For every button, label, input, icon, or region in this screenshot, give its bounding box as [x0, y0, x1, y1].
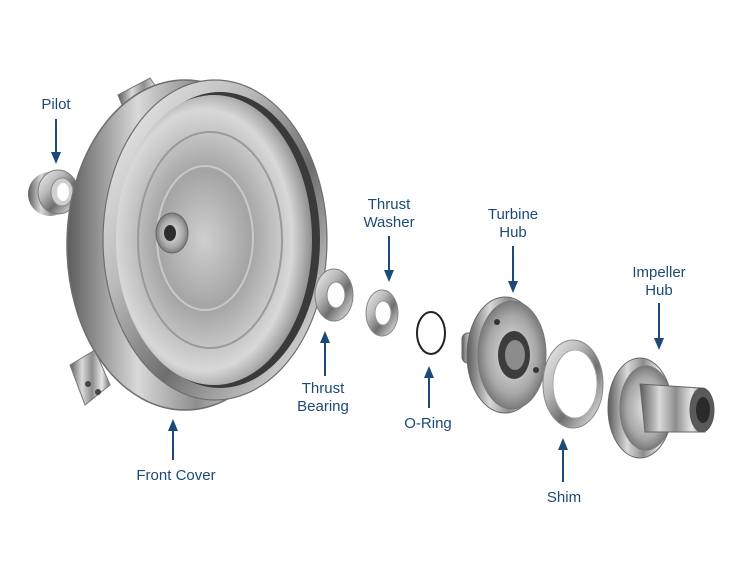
thrust-washer-part [365, 289, 399, 337]
shim-arrow [558, 438, 568, 482]
front-cover-part [66, 77, 328, 411]
turbine-hub-part [461, 296, 547, 414]
label-pilot: Pilot [41, 96, 71, 113]
o-ring-part [416, 311, 446, 355]
turbine-hub-arrow [508, 246, 518, 293]
shim-part [542, 339, 604, 429]
impeller-hub-part [607, 357, 715, 459]
label-thrust-bearing: Thrust Bearing [297, 380, 349, 415]
pilot-part [28, 169, 79, 216]
label-front-cover: Front Cover [136, 467, 216, 484]
thrust-washer-arrow [384, 236, 394, 282]
label-thrust-washer: Thrust Washer [363, 196, 415, 231]
o-ring-arrow [424, 366, 434, 408]
thrust-bearing-arrow [320, 331, 330, 376]
leader-arrows [51, 119, 664, 482]
pilot-arrow [51, 119, 61, 164]
label-turbine-hub: Turbine Hub [487, 206, 539, 241]
label-o-ring: O-Ring [404, 415, 452, 432]
label-impeller-hub: Impeller Hub [632, 264, 686, 299]
front-cover-arrow [168, 419, 178, 460]
label-shim: Shim [546, 489, 582, 506]
impeller-hub-arrow [654, 303, 664, 350]
thrust-bearing-part [314, 268, 354, 322]
